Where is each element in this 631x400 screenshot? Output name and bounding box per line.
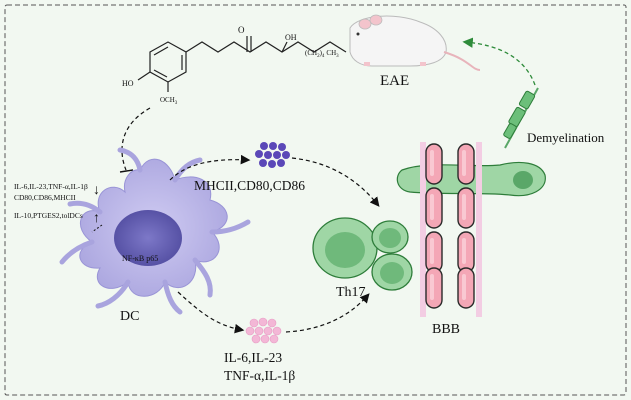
markers-to-th17-arrow: [291, 157, 380, 207]
chemical-structure: [137, 36, 347, 92]
phenol-ho-label: HO: [122, 79, 134, 88]
mouse-illustration: [349, 14, 481, 71]
up-arrow-icon: ↑: [93, 211, 100, 226]
demyelination-icon: [503, 87, 539, 149]
dc-nucleus: [114, 210, 182, 266]
blood-brain-barrier: [396, 142, 546, 317]
downregulated-line-1: IL-6,IL-23,TNF-α,IL-1β: [14, 182, 88, 191]
dendritic-cell: [59, 147, 251, 315]
dc-label: DC: [120, 309, 139, 324]
demyelination-label: Demyelination: [527, 130, 605, 145]
costimulatory-molecules-cluster: [255, 142, 290, 168]
th17-label: Th17: [336, 285, 366, 300]
benzene-ring: [149, 41, 187, 83]
bbb-label: BBB: [432, 322, 460, 337]
methoxy-label: OCH3: [160, 96, 178, 106]
down-arrow-icon: ↓: [93, 183, 100, 198]
dc-to-markers-arrow: [169, 154, 251, 181]
cytokines-line-2: TNF-α,IL-1β: [224, 368, 295, 383]
dc-to-cytokines-arrow: [177, 291, 245, 334]
downregulated-line-2: CD80,CD86,MHCII: [14, 193, 76, 202]
ketone-oxygen-label: O: [238, 25, 245, 35]
outer-dashed-border: [4, 4, 627, 396]
demyelination-to-eae-arrow: [462, 37, 536, 86]
upregulated-line: IL-10,PTGES2,tolDCs: [14, 211, 83, 220]
cytokines-line-1: IL-6,IL-23: [224, 350, 282, 365]
eae-label: EAE: [380, 73, 409, 89]
hydroxyl-label: OH: [285, 33, 297, 42]
th17-cells: [312, 217, 413, 291]
inhibition-bar: [119, 169, 134, 173]
inhibition-arrow: [121, 107, 151, 171]
markers-label: MHCII,CD80,CD86: [194, 178, 305, 193]
cytokines-cluster: [245, 317, 282, 344]
cytokines-to-th17-arrow: [285, 293, 370, 333]
nfkb-label: NF-κB p65: [122, 254, 158, 263]
